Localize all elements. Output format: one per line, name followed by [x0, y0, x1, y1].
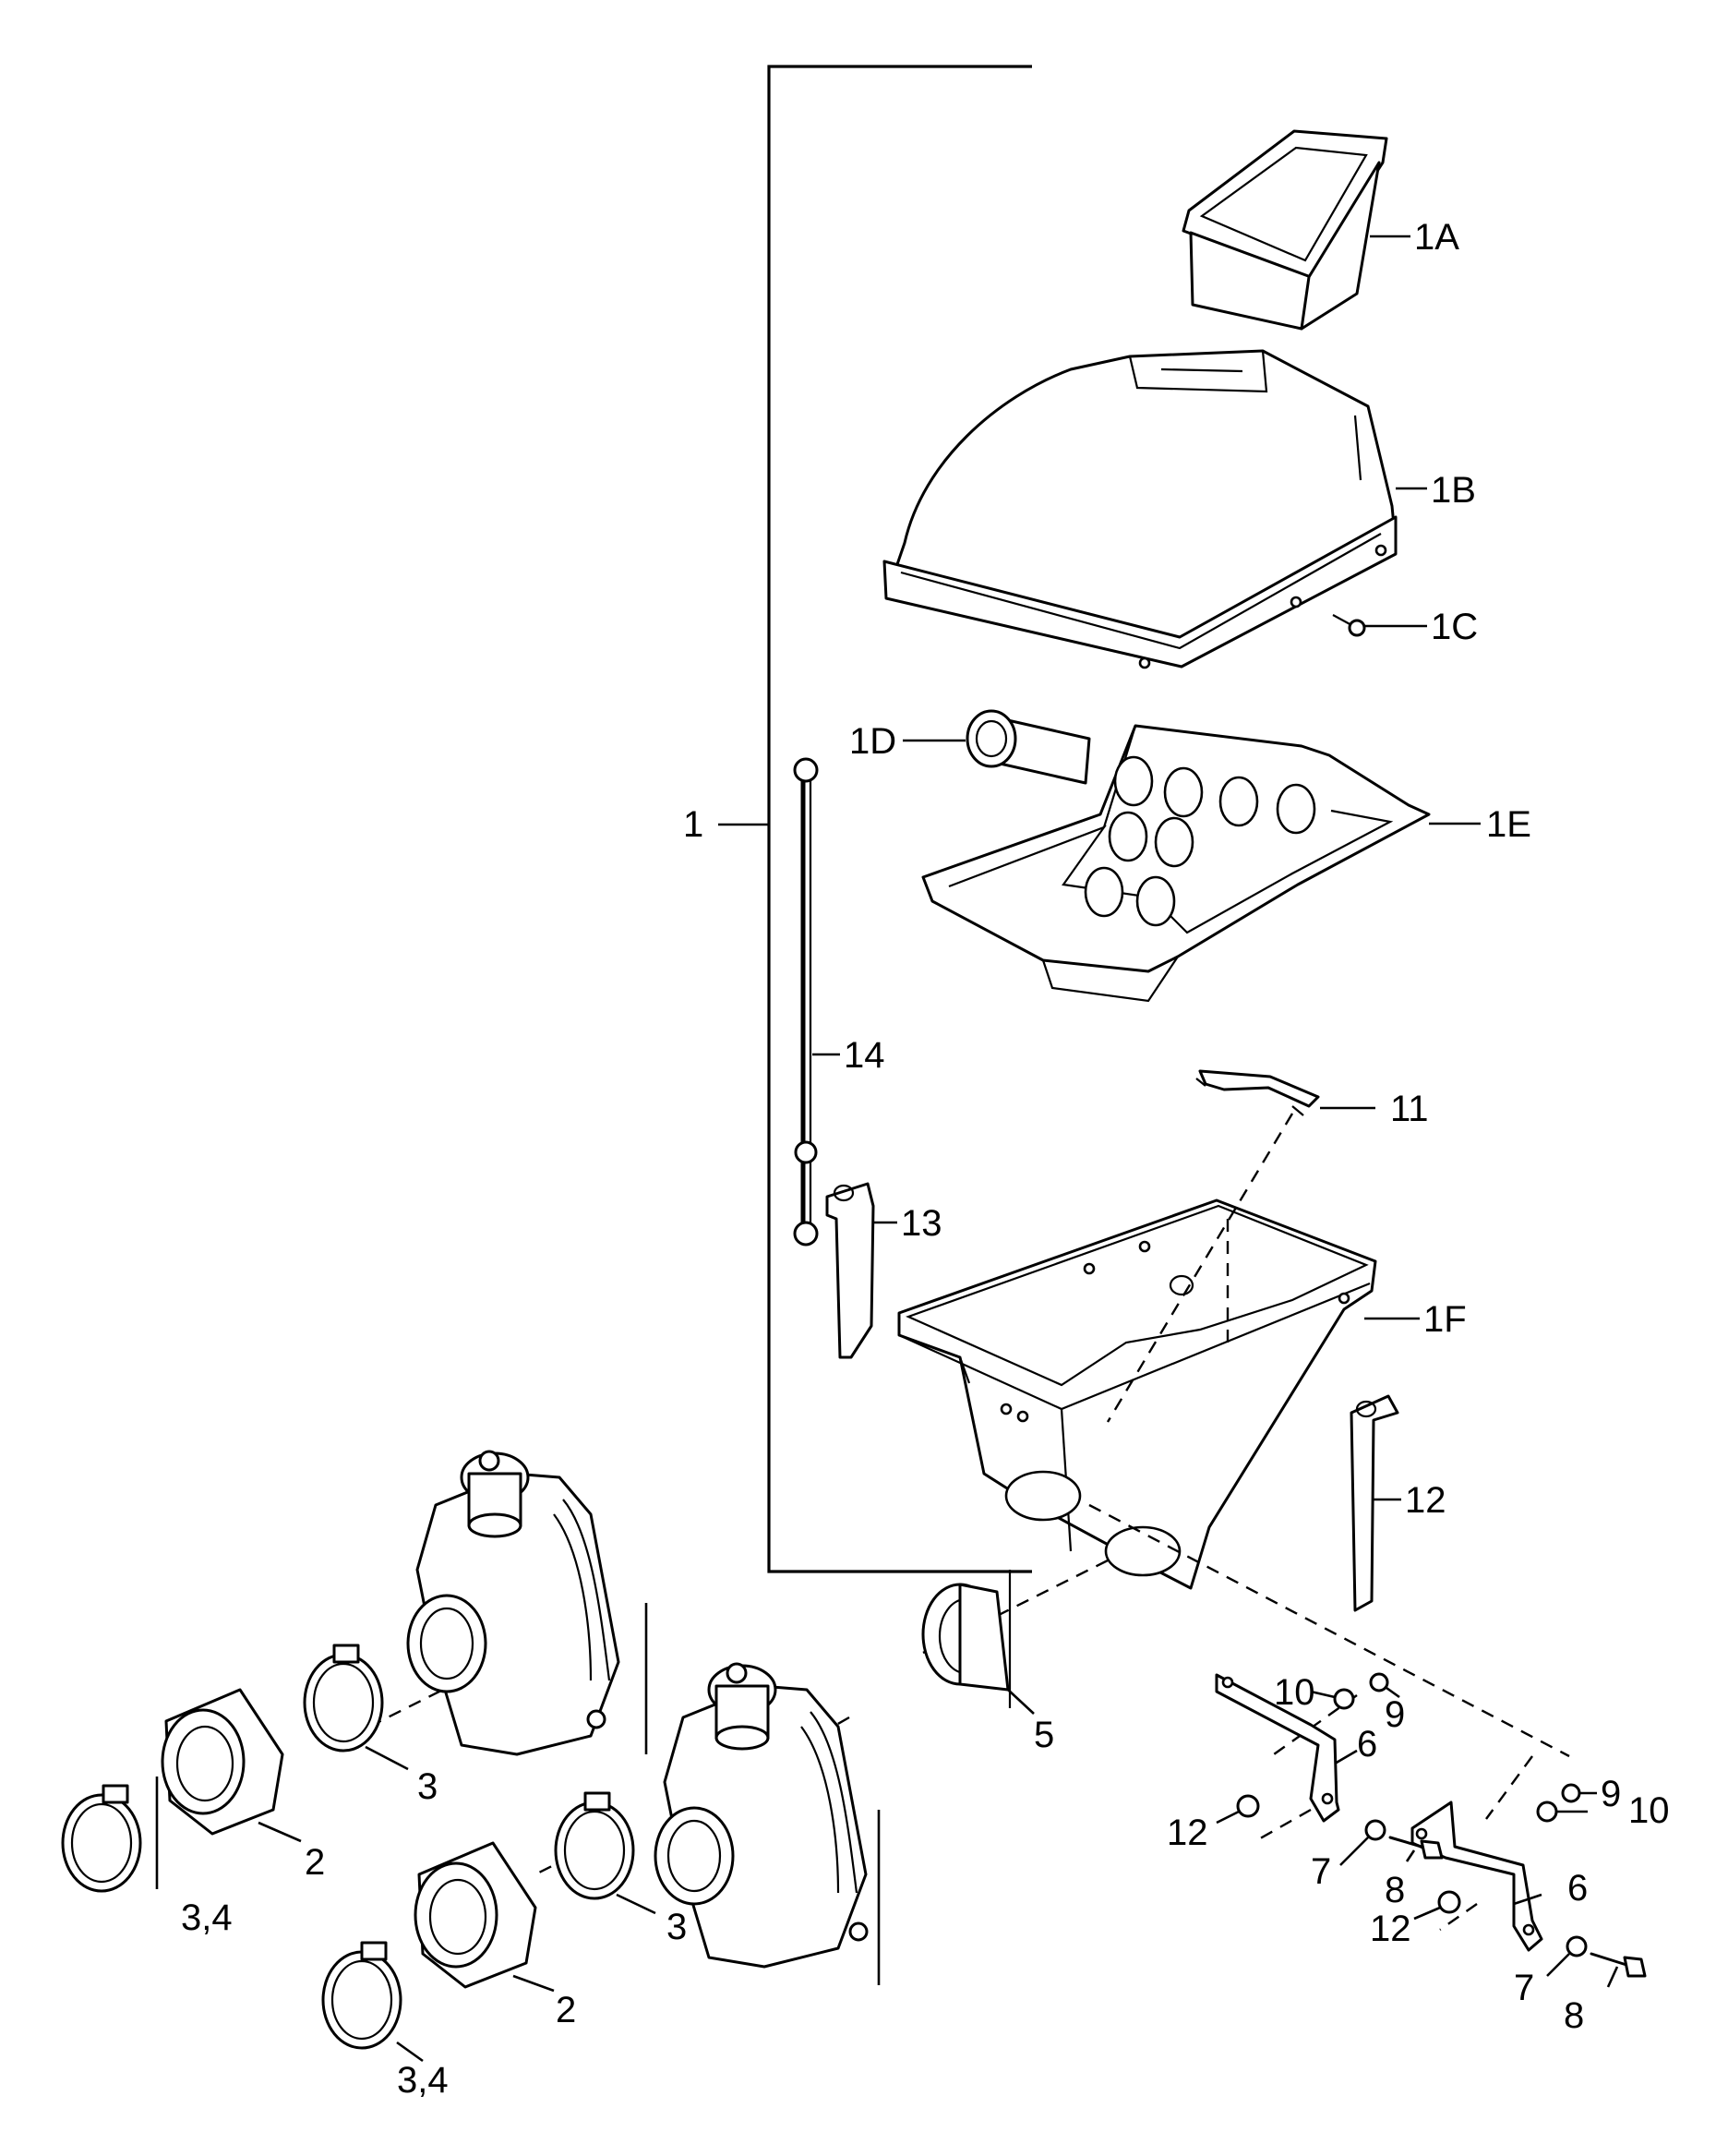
- part-7-washer-left: [1339, 1819, 1386, 1866]
- part-10-nut-right: [1536, 1801, 1588, 1823]
- label-13: 13: [901, 1203, 942, 1244]
- part-1e-filter-tray: [921, 724, 1481, 1003]
- part-14-rod: [793, 757, 840, 1247]
- label-5: 5: [1034, 1715, 1054, 1755]
- label-9-left: 9: [1385, 1694, 1405, 1735]
- part-3-clamp-upper: [303, 1644, 409, 1771]
- label-8-right: 8: [1564, 1995, 1584, 2036]
- label-8-left: 8: [1385, 1870, 1405, 1910]
- part-1f-airbox-base: [897, 1198, 1420, 1590]
- part-9-washer-left: [1369, 1672, 1400, 1699]
- part-carburetor-lower: [654, 1662, 881, 1985]
- part-11-clip: [1195, 1069, 1375, 1116]
- label-12-right: 12: [1370, 1909, 1411, 1949]
- part-12-strap-upright: [1350, 1394, 1401, 1612]
- part-34-clamp-lower: [321, 1941, 424, 2063]
- label-3-lower: 3: [666, 1907, 687, 1947]
- part-12-nut-left: [1216, 1794, 1260, 1825]
- part-8-bolt-right: [1590, 1952, 1647, 1988]
- label-14: 14: [844, 1035, 885, 1076]
- part-1c-screw: [1332, 614, 1427, 637]
- label-6-left: 6: [1357, 1724, 1377, 1765]
- part-1d-tube: [903, 709, 1091, 785]
- part-2-intake-boot-lower: [414, 1841, 555, 1993]
- part-6-bracket-right: [1410, 1801, 1543, 1952]
- part-10-nut-left: [1310, 1688, 1355, 1710]
- label-9-right: 9: [1601, 1774, 1621, 1814]
- label-2-upper: 2: [305, 1842, 325, 1883]
- label-2-lower: 2: [556, 1990, 576, 2030]
- label-1b: 1B: [1431, 470, 1476, 511]
- part-8-bolt-left: [1388, 1836, 1444, 1862]
- part-1a-intake-snorkel: [1182, 129, 1410, 331]
- label-1: 1: [683, 804, 703, 845]
- part-12-nut-right: [1413, 1890, 1461, 1921]
- label-12-left: 12: [1167, 1813, 1208, 1853]
- part-1b-airbox-cover: [882, 349, 1427, 669]
- label-7-left: 7: [1311, 1851, 1331, 1892]
- part-13-strap: [825, 1182, 897, 1359]
- part-9-washer-right: [1561, 1783, 1597, 1803]
- label-1a: 1A: [1414, 217, 1459, 258]
- label-34-upper: 3,4: [181, 1897, 233, 1938]
- part-carburetor-upper: [406, 1450, 648, 1756]
- label-10-right: 10: [1628, 1790, 1670, 1831]
- assembly-bracket: [718, 65, 1032, 1573]
- label-1d: 1D: [849, 721, 896, 762]
- label-1e: 1E: [1486, 804, 1531, 845]
- part-34-clamp-upper: [61, 1777, 159, 1893]
- part-7-washer-right: [1546, 1935, 1588, 1977]
- label-3-upper: 3: [417, 1766, 438, 1807]
- label-1c: 1C: [1431, 607, 1478, 647]
- part-6-bracket-left: [1215, 1673, 1358, 1823]
- label-7-right: 7: [1514, 1968, 1534, 2008]
- label-6-right: 6: [1567, 1868, 1588, 1909]
- label-12-upright: 12: [1405, 1480, 1446, 1521]
- label-10-left: 10: [1274, 1672, 1315, 1713]
- label-1f: 1F: [1423, 1299, 1467, 1340]
- label-34-lower: 3,4: [397, 2060, 449, 2101]
- part-3-clamp-lower: [554, 1791, 656, 1915]
- part-5-flange: [921, 1570, 1035, 1715]
- label-11: 11: [1390, 1089, 1429, 1129]
- callout-labels: 1 1A 1B 1C 1D 1E 1F 11 13 14 12 5 3 2 3,…: [181, 217, 1670, 2101]
- part-2-intake-boot-upper: [161, 1688, 302, 1843]
